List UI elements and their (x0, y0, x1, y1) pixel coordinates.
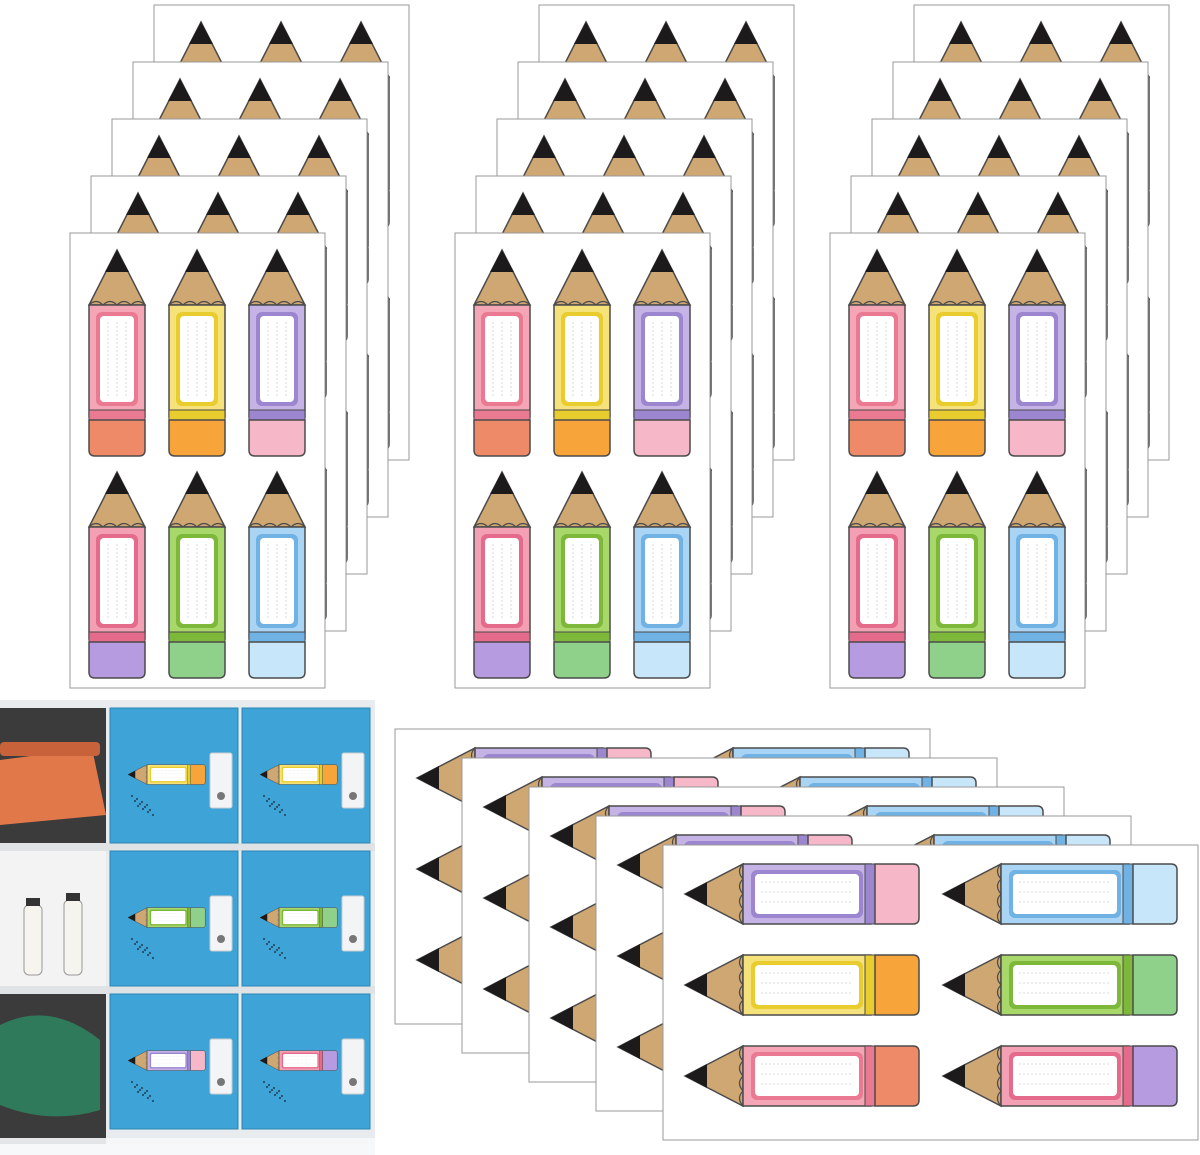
pencil-sticker-purple (632, 248, 692, 457)
pencil-sticker-pink (87, 248, 147, 457)
lock-keyhole (349, 1078, 357, 1086)
pencil-sticker-magenta (941, 1044, 1178, 1108)
locker-handle (209, 895, 233, 952)
lock-keyhole (217, 1078, 225, 1086)
pencil-sticker-green (167, 470, 227, 679)
vertical-pencil-sticker-stacks (69, 4, 1170, 689)
locker-door (241, 850, 371, 987)
locker-door (109, 707, 239, 844)
locker-door (241, 993, 371, 1130)
pencil-sticker-pink (683, 1044, 920, 1108)
pencil-sticker-magenta (259, 1050, 338, 1071)
pencil-sticker-blue (247, 470, 307, 679)
vertical-sheet (69, 232, 326, 689)
locker-handle (341, 1038, 365, 1095)
horizontal-sheet (662, 844, 1199, 1141)
pencil-sticker-purple (1007, 248, 1067, 457)
locker-handle (209, 752, 233, 809)
pencil-sticker-yellow (127, 764, 206, 785)
horizontal-pencil-sticker-stack (394, 728, 1199, 1141)
open-cubby (0, 851, 106, 986)
pencil-sticker-yellow (259, 764, 338, 785)
lock-keyhole (217, 792, 225, 800)
pencil-sticker-green (127, 907, 206, 928)
vertical-stack-1 (69, 4, 410, 689)
vertical-stack-2 (454, 4, 795, 689)
pencil-sticker-yellow (927, 248, 987, 457)
green-helmet (0, 1015, 100, 1117)
pencil-sticker-magenta (847, 470, 907, 679)
pencil-sticker-magenta (472, 470, 532, 679)
pencil-sticker-blue (1007, 470, 1067, 679)
bottle (63, 899, 83, 976)
lock-keyhole (217, 935, 225, 943)
pencil-sticker-yellow (167, 248, 227, 457)
vertical-sheet (454, 232, 711, 689)
pencil-sticker-green (927, 470, 987, 679)
bottle (23, 904, 43, 976)
locker-door (109, 850, 239, 987)
locker-handle (341, 895, 365, 952)
pencil-sticker-purple (247, 248, 307, 457)
locker-door (109, 993, 239, 1130)
pencil-sticker-blue (632, 470, 692, 679)
pencil-sticker-yellow (683, 953, 920, 1017)
pencil-sticker-purple (683, 862, 920, 926)
vertical-stack-3 (829, 4, 1170, 689)
lock-keyhole (349, 935, 357, 943)
pencil-sticker-magenta (87, 470, 147, 679)
pencil-sticker-purple (127, 1050, 206, 1071)
locker-handle (209, 1038, 233, 1095)
pencil-sticker-pink (847, 248, 907, 457)
vertical-sheet (829, 232, 1086, 689)
locker-door (241, 707, 371, 844)
pencil-sticker-green (941, 953, 1178, 1017)
pencil-sticker-green (259, 907, 338, 928)
locker-handle (341, 752, 365, 809)
orange-basket (0, 748, 106, 825)
pencil-sticker-blue (941, 862, 1178, 926)
lock-keyhole (349, 792, 357, 800)
pencil-sticker-green (552, 470, 612, 679)
pencil-sticker-yellow (552, 248, 612, 457)
pencil-sticker-pink (472, 248, 532, 457)
locker-usage-photo (0, 700, 375, 1155)
